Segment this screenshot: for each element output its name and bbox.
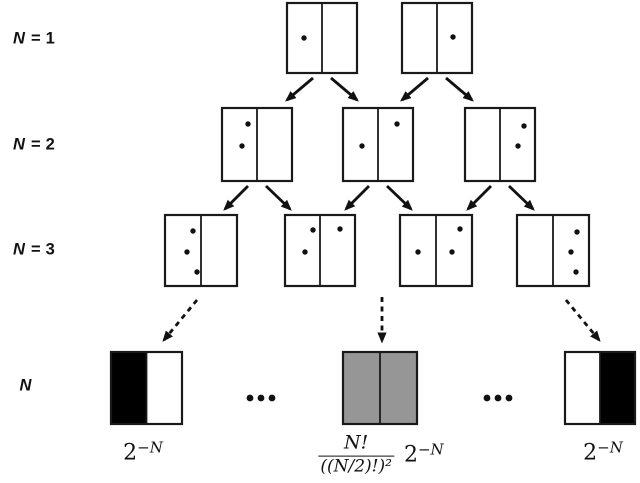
row-label-n: N (19, 377, 32, 396)
prob-base: 2 (403, 442, 418, 468)
state-box (341, 350, 419, 426)
ellipsis-dot (257, 394, 265, 402)
particle-dot (573, 269, 579, 275)
box-right-half (320, 215, 355, 286)
particle-dot (302, 249, 308, 255)
state-box (400, 1, 474, 75)
box-left-half (565, 352, 600, 424)
dashed-transition-arrow (564, 299, 601, 342)
box-right-half (201, 215, 237, 286)
transition-arrow (508, 184, 535, 211)
state-box (341, 106, 415, 183)
prob-base: 2 (583, 440, 598, 466)
state-box (515, 213, 591, 288)
row-label-variable: N (13, 29, 26, 48)
particle-dot (394, 121, 400, 127)
particle-dot (194, 269, 200, 275)
box-right-half (257, 108, 292, 181)
box-left-half (222, 108, 257, 181)
box-left-half (517, 215, 553, 286)
ellipsis-dot (494, 394, 502, 402)
particle-dot (574, 229, 580, 235)
transition-arrow (344, 185, 370, 211)
arrow-layer (162, 76, 601, 344)
prob-exponent: −N (137, 438, 163, 457)
row-label-n2: N = 2 (13, 136, 55, 155)
particle-dot (521, 123, 527, 129)
particle-dot (449, 249, 455, 255)
box-left-half (465, 108, 500, 181)
state-box (220, 106, 294, 183)
particle-dot (515, 143, 521, 149)
probability-label-middle: N! ((N/2)!)² 2−N (318, 431, 444, 477)
particle-dot (568, 249, 574, 255)
state-box (463, 106, 537, 183)
state-box (285, 1, 359, 75)
row-label-variable: N (13, 240, 26, 259)
box-right-half (380, 352, 417, 424)
row-label-variable: N (19, 376, 32, 395)
fraction-numerator: N! (344, 431, 369, 454)
box-left-half (402, 3, 437, 73)
particle-dot (184, 249, 190, 255)
transition-arrow (265, 184, 292, 211)
box-right-half (146, 352, 182, 424)
ellipsis-layer (246, 394, 513, 402)
ellipsis-dot (505, 394, 513, 402)
box-left-half (343, 352, 380, 424)
box-left-half (165, 215, 201, 286)
particle-dot (415, 249, 421, 255)
ellipsis-dot (483, 394, 491, 402)
box-right-half (322, 3, 357, 73)
transition-arrow (445, 76, 474, 102)
transition-arrow (330, 76, 359, 102)
box-layer (109, 1, 637, 426)
prob-exponent: −N (597, 438, 623, 457)
particle-dot (337, 226, 343, 232)
box-right-half (378, 108, 413, 181)
prob-exponent: −N (417, 440, 444, 459)
probability-label-right: 2−N (583, 438, 623, 466)
box-right-half (600, 352, 635, 424)
row-label-eq: = 2 (26, 135, 55, 154)
row-label-n3: N = 3 (13, 241, 55, 260)
transition-arrow (386, 184, 413, 211)
particle-dot (190, 228, 196, 234)
particle-dot (457, 226, 463, 232)
particle-dot (359, 143, 365, 149)
transition-arrow (285, 76, 314, 102)
row-label-eq: = 3 (26, 240, 55, 259)
state-box (563, 350, 637, 426)
transition-arrow (400, 76, 429, 102)
row-label-n1: N = 1 (13, 30, 55, 49)
ellipsis-dot (246, 394, 254, 402)
prob-factor: 2−N (403, 440, 444, 468)
fraction: N! ((N/2)!)² (318, 431, 394, 477)
row-label-variable: N (13, 135, 26, 154)
fraction-denominator: ((N/2)!)² (318, 455, 394, 477)
particle-dot (301, 35, 307, 41)
state-box (163, 213, 239, 288)
state-box (109, 350, 184, 426)
row-label-eq: = 1 (26, 29, 55, 48)
probability-label-left: 2−N (123, 438, 163, 466)
box-left-half (285, 215, 320, 286)
prob-base: 2 (123, 440, 138, 466)
dashed-transition-arrow (162, 299, 199, 342)
particle-dot (450, 34, 456, 40)
box-left-half (111, 352, 147, 424)
transition-arrow (223, 185, 249, 211)
particle-dot (239, 143, 245, 149)
transition-arrow (466, 185, 492, 211)
state-box (283, 213, 357, 288)
ellipsis-dot (268, 394, 276, 402)
state-box (398, 213, 474, 288)
particle-dot (310, 227, 316, 233)
particle-dot (245, 121, 251, 127)
